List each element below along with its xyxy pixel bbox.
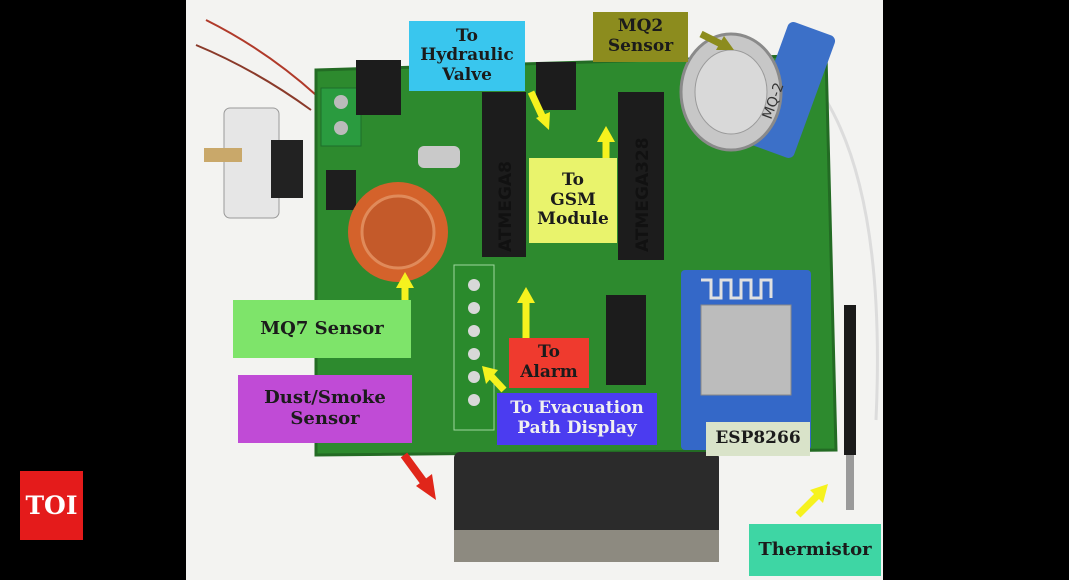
- arrow-evacuation: [488, 373, 507, 393]
- wire-dark: [195, 44, 312, 111]
- arrowhead: [536, 112, 550, 130]
- mq2-sensor-mesh: [694, 49, 768, 135]
- arrow-dust: [400, 452, 430, 488]
- label-dust-smoke-sensor: Dust/Smoke Sensor: [238, 375, 412, 443]
- atmega328-label: ATMEGA328: [633, 137, 653, 252]
- label-evacuation-path-display: To Evacuation Path Display: [497, 393, 657, 445]
- label-hydraulic-valve: To Hydraulic Valve: [409, 21, 525, 91]
- thermistor-sleeve: [844, 305, 856, 455]
- atmega328-chip: [618, 92, 664, 260]
- label-esp8266: ESP8266: [706, 422, 810, 456]
- arrow-mq2: [699, 30, 723, 48]
- bolt: [204, 148, 242, 162]
- board-illustration: ATMEGA8 ATMEGA328 MQ-2: [195, 19, 879, 562]
- atmega8-chip: [482, 92, 526, 257]
- label-gsm-module: To GSM Module: [529, 158, 617, 243]
- wire-red: [205, 19, 317, 96]
- logo-text: TOI: [25, 491, 78, 520]
- arrowhead: [597, 126, 615, 142]
- arrowhead: [482, 366, 498, 384]
- atmega8-label: ATMEGA8: [496, 161, 516, 252]
- arrowhead: [517, 287, 535, 303]
- label-mq7-sensor: MQ7 Sensor: [233, 300, 411, 358]
- mq7-sensor-mesh: [360, 194, 436, 270]
- arrowhead: [716, 36, 734, 50]
- thermistor-wire: [824, 99, 879, 421]
- circuit-board-photo: ATMEGA8 ATMEGA328 MQ-2: [186, 0, 883, 580]
- label-thermistor: Thermistor: [749, 524, 881, 576]
- label-mq2-sensor: MQ2 Sensor: [593, 12, 688, 62]
- toi-logo: TOI: [20, 471, 83, 540]
- to220-component: [356, 60, 401, 115]
- crystal-oscillator: [418, 146, 460, 168]
- label-alarm: To Alarm: [509, 338, 589, 388]
- thermistor-probe: [846, 455, 854, 510]
- arrowhead: [810, 484, 828, 503]
- terminal-screw: [334, 95, 348, 109]
- ic-chip: [606, 295, 646, 385]
- arrowhead: [416, 474, 436, 500]
- terminal-screw: [334, 121, 348, 135]
- to220-component: [536, 62, 576, 110]
- esp8266-shield: [700, 304, 792, 396]
- arrow-hydraulic: [527, 90, 547, 120]
- dust-sensor-base: [454, 530, 719, 562]
- arrow-thermistor: [795, 492, 821, 518]
- regulator: [271, 140, 303, 198]
- heatsink: [223, 107, 280, 219]
- esp8266-antenna: [701, 278, 773, 300]
- arrowhead: [396, 272, 414, 288]
- to220-component: [326, 170, 356, 210]
